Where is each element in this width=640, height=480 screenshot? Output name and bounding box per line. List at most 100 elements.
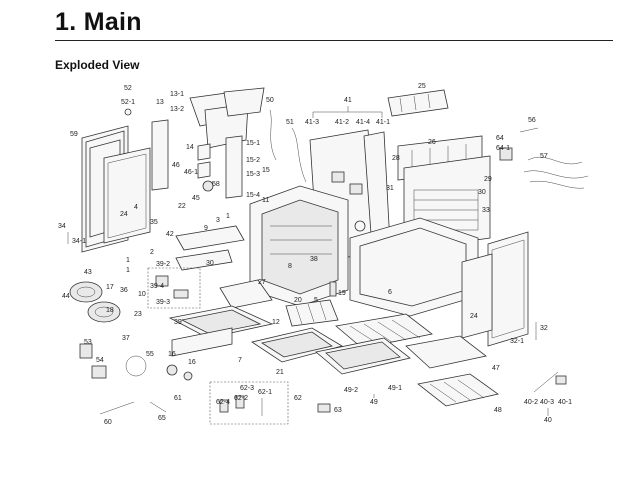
page-title: 1. Main <box>55 8 142 36</box>
callout-48: 48 <box>494 407 502 414</box>
callout-17: 17 <box>106 284 114 291</box>
title-rule <box>55 40 613 41</box>
rods <box>99 401 167 415</box>
callout-49-1: 49-1 <box>388 385 402 392</box>
door-assembly <box>81 125 151 253</box>
callout-39: 39 <box>174 319 182 326</box>
callout-51: 51 <box>286 119 294 126</box>
callout-39-4: 39-4 <box>150 283 164 290</box>
callout-15-4: 15-4 <box>246 192 260 199</box>
callout-37: 37 <box>122 335 130 342</box>
callout-7: 7 <box>238 357 242 364</box>
callout-39-3: 39-3 <box>156 299 170 306</box>
callout-35: 35 <box>150 219 158 226</box>
callout-9: 9 <box>204 225 208 232</box>
callout-58: 58 <box>212 181 220 188</box>
callout-54: 54 <box>96 357 104 364</box>
callout-29: 29 <box>484 176 492 183</box>
callout-5: 5 <box>314 297 318 304</box>
side-brackets <box>151 119 243 199</box>
callout-53: 53 <box>84 339 92 346</box>
callout-41-4: 41-4 <box>356 119 370 126</box>
callout-13-1: 13-1 <box>170 91 184 98</box>
callout-6: 6 <box>388 289 392 296</box>
callout-23: 23 <box>134 311 142 318</box>
callout-40-3: 40-3 <box>540 399 554 406</box>
callout-63: 63 <box>334 407 342 414</box>
callout-26: 26 <box>428 139 436 146</box>
heat-shield-panels <box>124 87 265 149</box>
callout-27: 27 <box>258 279 266 286</box>
meat-probe <box>533 371 567 393</box>
callout-28: 28 <box>392 155 400 162</box>
callout-8: 8 <box>288 263 292 270</box>
callout-32: 32 <box>540 325 548 332</box>
callout-4: 4 <box>134 204 138 211</box>
callout-16a: 16 <box>168 351 176 358</box>
callout-39-2: 39-2 <box>156 261 170 268</box>
outer-cabinet <box>349 217 479 317</box>
callout-40-1: 40-1 <box>558 399 572 406</box>
callout-62: 62 <box>294 395 302 402</box>
callout-44: 44 <box>62 293 70 300</box>
callout-15-1: 15-1 <box>246 140 260 147</box>
callout-14: 14 <box>186 144 194 151</box>
callout-labels: 52 52-1 13-1 13 13-2 50 41 41-3 41-2 41-… <box>58 83 572 426</box>
callout-59: 59 <box>70 131 78 138</box>
callout-64: 64 <box>496 135 504 142</box>
callout-64-1: 64-1 <box>496 145 510 152</box>
callout-13-2: 13-2 <box>170 106 184 113</box>
callout-47: 47 <box>492 365 500 372</box>
burner-caps <box>69 281 121 323</box>
oven-racks <box>315 313 433 375</box>
callout-65: 65 <box>158 415 166 422</box>
callout-30b: 30 <box>206 260 214 267</box>
callout-13: 13 <box>156 99 164 106</box>
callout-49: 49 <box>370 399 378 406</box>
callout-52: 52 <box>124 85 132 92</box>
callout-62-1: 62-1 <box>258 389 272 396</box>
callout-15-2: 15-2 <box>246 157 260 164</box>
callout-33: 33 <box>482 207 490 214</box>
callout-25: 25 <box>418 83 426 90</box>
callout-34-1: 34-1 <box>72 238 86 245</box>
callout-50: 50 <box>266 97 274 104</box>
small-rack <box>285 281 339 327</box>
callout-2: 2 <box>150 249 154 256</box>
callout-32-1: 32-1 <box>510 338 524 345</box>
callout-41-1: 41-1 <box>376 119 390 126</box>
callout-24: 24 <box>120 211 128 218</box>
callout-21: 21 <box>276 369 284 376</box>
callout-36: 36 <box>120 287 128 294</box>
callout-34: 34 <box>58 223 66 230</box>
callout-38: 38 <box>310 256 318 263</box>
bottom-rack <box>417 373 499 407</box>
callout-45: 45 <box>192 195 200 202</box>
component-group-62 <box>209 381 289 425</box>
callout-40-2: 40-2 <box>524 399 538 406</box>
callout-1: 1 <box>226 213 230 220</box>
callout-18: 18 <box>106 307 114 314</box>
callout-46: 46 <box>172 162 180 169</box>
small-parts <box>79 343 193 381</box>
callout-31: 31 <box>386 185 394 192</box>
callout-60: 60 <box>104 419 112 426</box>
callout-20: 20 <box>294 297 302 304</box>
callout-41: 41 <box>344 97 352 104</box>
leader-lines <box>67 106 549 416</box>
callout-15-3: 15-3 <box>246 171 260 178</box>
callout-41-2: 41-2 <box>335 119 349 126</box>
callout-42: 42 <box>166 231 174 238</box>
callout-30: 30 <box>478 189 486 196</box>
glide-tray <box>405 335 487 369</box>
right-door-assembly <box>461 231 529 347</box>
oven-cavity <box>249 185 349 307</box>
wire-harness-upper <box>269 109 307 183</box>
callout-46-1: 46-1 <box>184 169 198 176</box>
callout-11: 11 <box>262 197 269 204</box>
drawer-top-plates <box>175 225 245 271</box>
callout-57: 57 <box>540 153 548 160</box>
callout-41-3: 41-3 <box>305 119 319 126</box>
callout-56: 56 <box>528 117 536 124</box>
